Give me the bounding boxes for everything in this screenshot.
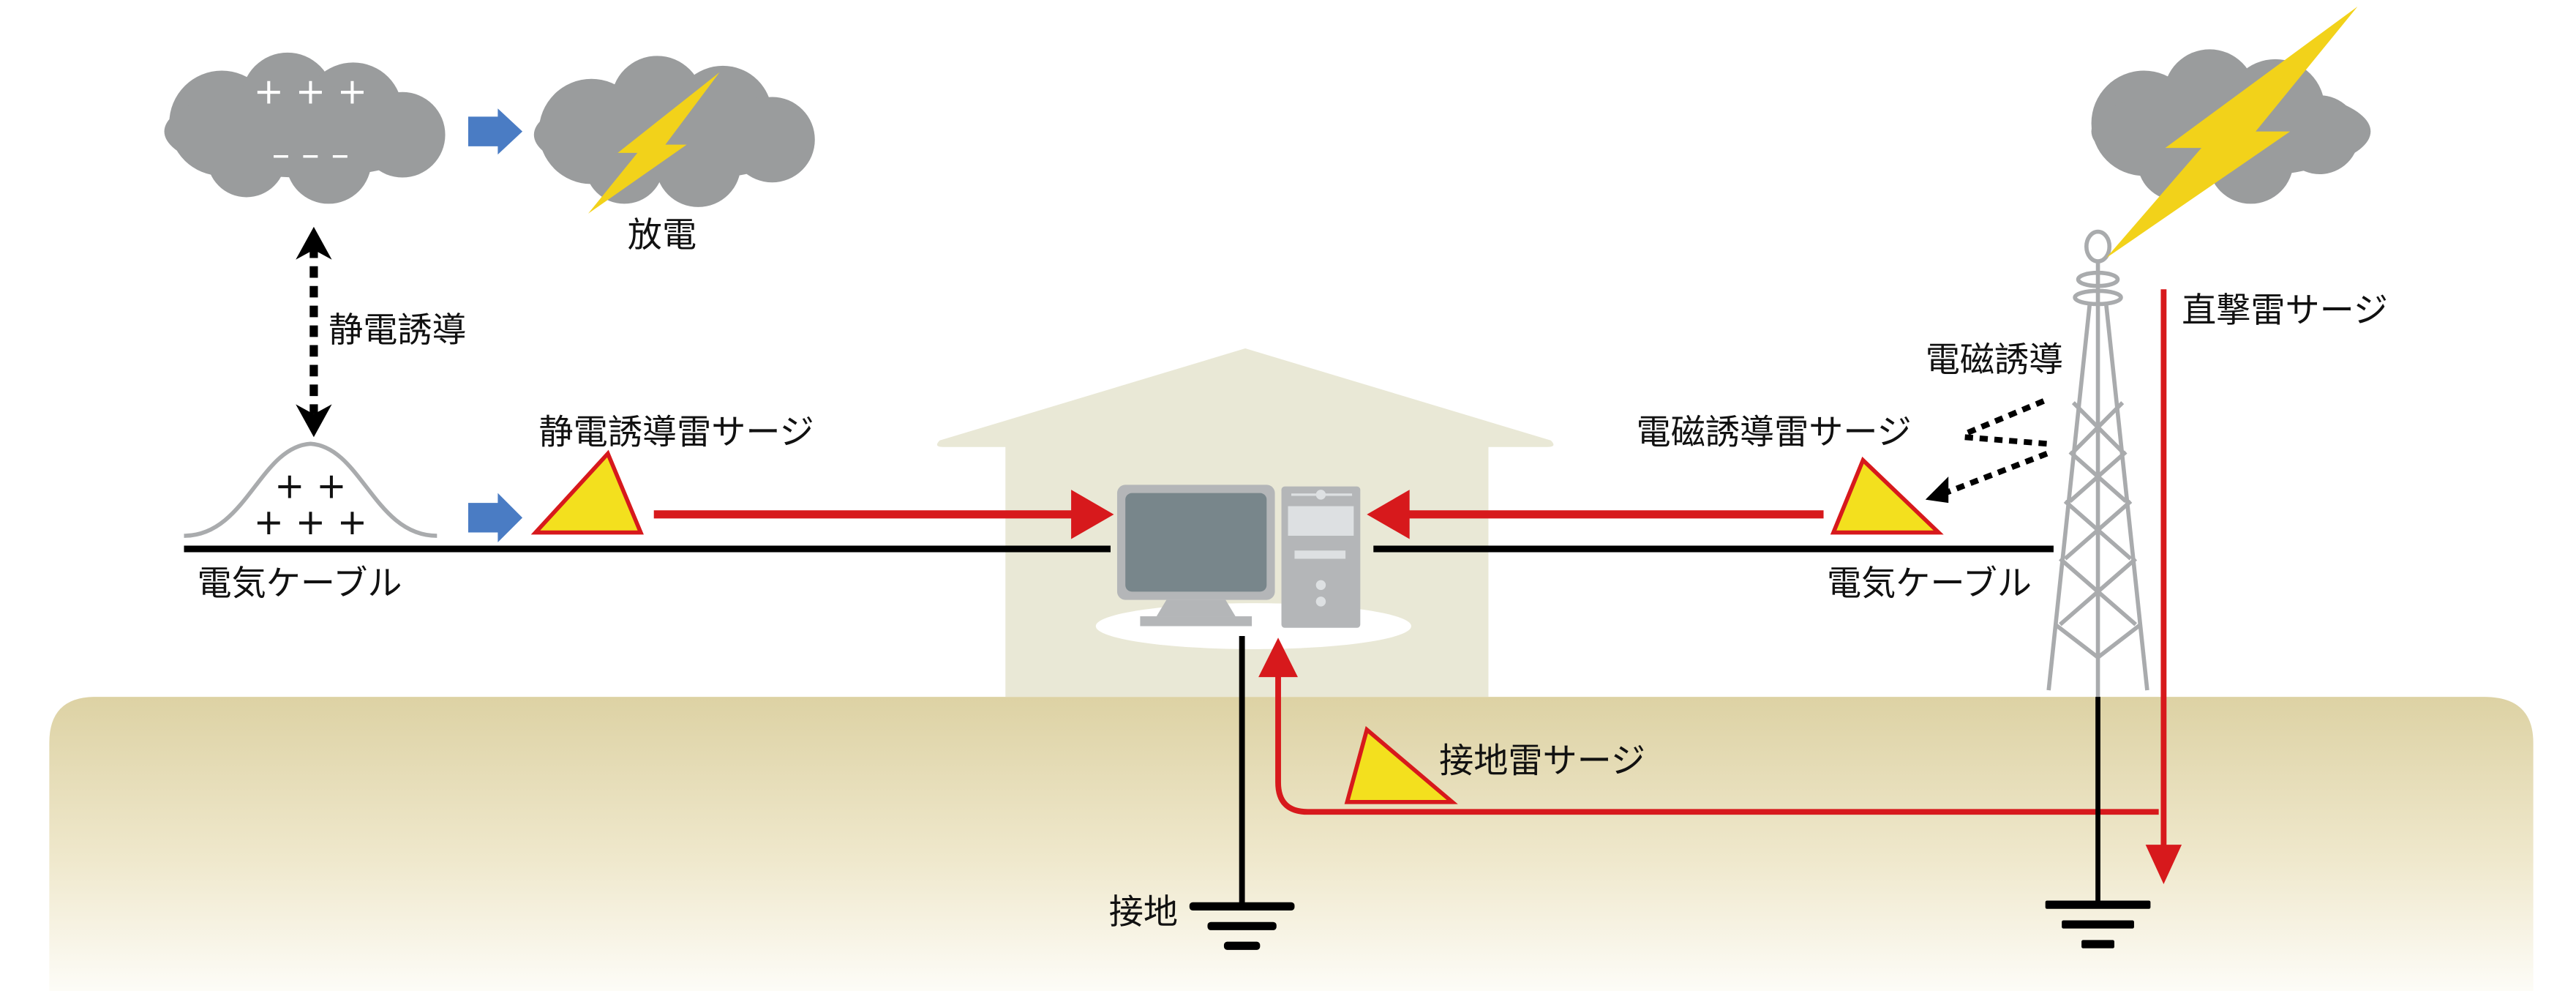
arrow-icon xyxy=(1925,476,1949,504)
surge-warning-triangle xyxy=(1344,725,1458,804)
grounding-label: 接地 xyxy=(1109,892,1178,932)
electrostatic-surge-label: 静電誘導雷サージ xyxy=(539,412,814,452)
ground-surge-path xyxy=(1275,673,2159,815)
left-cable-label: 電気ケーブル xyxy=(197,564,402,604)
arrow-up-icon xyxy=(296,226,332,260)
em-induction-dotted-arrow xyxy=(1964,398,2045,437)
arrow-down-icon xyxy=(2145,845,2182,885)
right-cable-label: 電気ケーブル xyxy=(1827,564,2032,604)
arrow-down-icon xyxy=(296,404,332,438)
flow-arrow-icon xyxy=(467,108,523,155)
ground-surge-label: 接地雷サージ xyxy=(1439,741,1645,781)
charge-bump xyxy=(184,441,438,538)
surge-warning-triangle xyxy=(530,449,644,535)
arrow-up-icon xyxy=(1258,637,1298,678)
electrostatic-induction-label: 静電誘導 xyxy=(328,310,467,351)
surge-warning-triangle xyxy=(1830,456,1944,535)
lightning-bolt-icon xyxy=(587,72,720,214)
cable-charges-row1: + + xyxy=(274,464,346,506)
electromagnetic-induction-label: 電磁誘導 xyxy=(1926,340,2064,380)
cloud-positive-charges: + + + xyxy=(254,70,368,112)
arrow-right-icon xyxy=(1071,490,1114,539)
transmission-tower-icon xyxy=(2046,229,2149,698)
ground-area xyxy=(49,697,2534,991)
monitor-icon xyxy=(1116,485,1275,627)
direct-strike-surge-label: 直撃雷サージ xyxy=(2182,291,2388,331)
em-induction-dotted-arrow xyxy=(1964,434,2048,447)
ground-symbol-icon xyxy=(1189,902,1295,950)
lightning-bolt-icon xyxy=(2106,6,2358,258)
cable-charges-row2: + + + xyxy=(254,501,368,543)
ground-symbol-icon xyxy=(2045,900,2151,949)
electromagnetic-surge-label: 電磁誘導雷サージ xyxy=(1637,412,1912,452)
pc-tower-icon xyxy=(1281,486,1361,628)
arrow-left-icon xyxy=(1367,490,1410,539)
cloud-negative-charges: – – – xyxy=(272,132,350,175)
em-induction-dotted-arrow xyxy=(1944,451,2049,496)
discharge-label: 放電 xyxy=(628,215,696,255)
flow-arrow-icon xyxy=(467,493,523,542)
charged-cloud xyxy=(164,52,446,204)
